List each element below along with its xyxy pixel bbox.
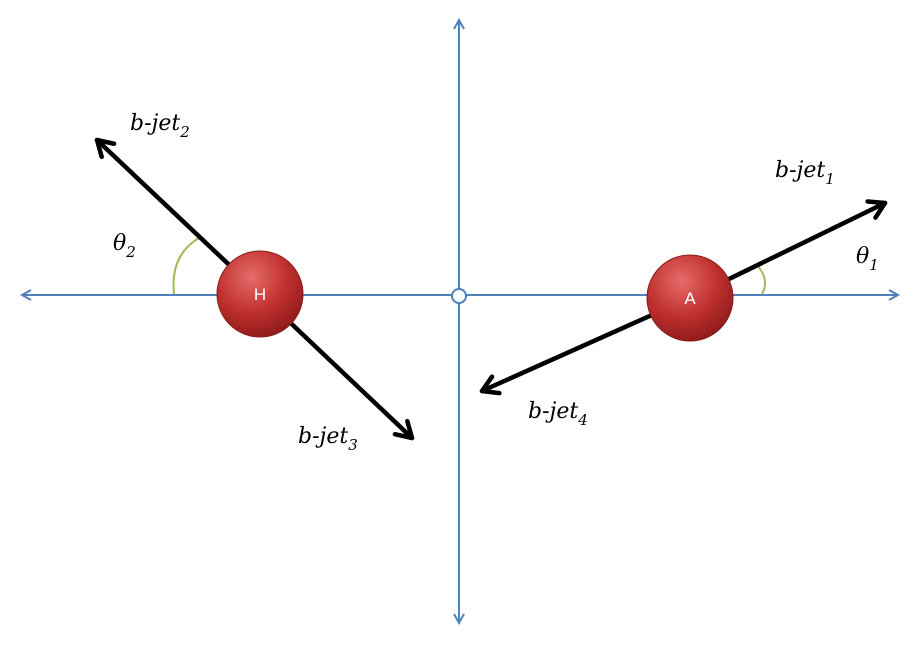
origin-marker — [451, 288, 467, 304]
jet3-label: b-jet3 — [298, 424, 358, 454]
theta2-label: θ2 — [113, 231, 136, 261]
theta1-label: θ1 — [856, 244, 879, 274]
theta1-arc — [756, 264, 767, 295]
theta2-arc — [172, 237, 200, 295]
jet4-label: b-jet4 — [528, 399, 588, 429]
jet2-label: b-jet2 — [130, 111, 190, 141]
higgs-h-label: H — [254, 285, 266, 304]
higgs-a-particle: A — [646, 254, 734, 342]
higgs-a-label: A — [684, 289, 696, 308]
jet1-label: b-jet1 — [775, 158, 835, 188]
higgs-h-particle: H — [216, 250, 304, 338]
